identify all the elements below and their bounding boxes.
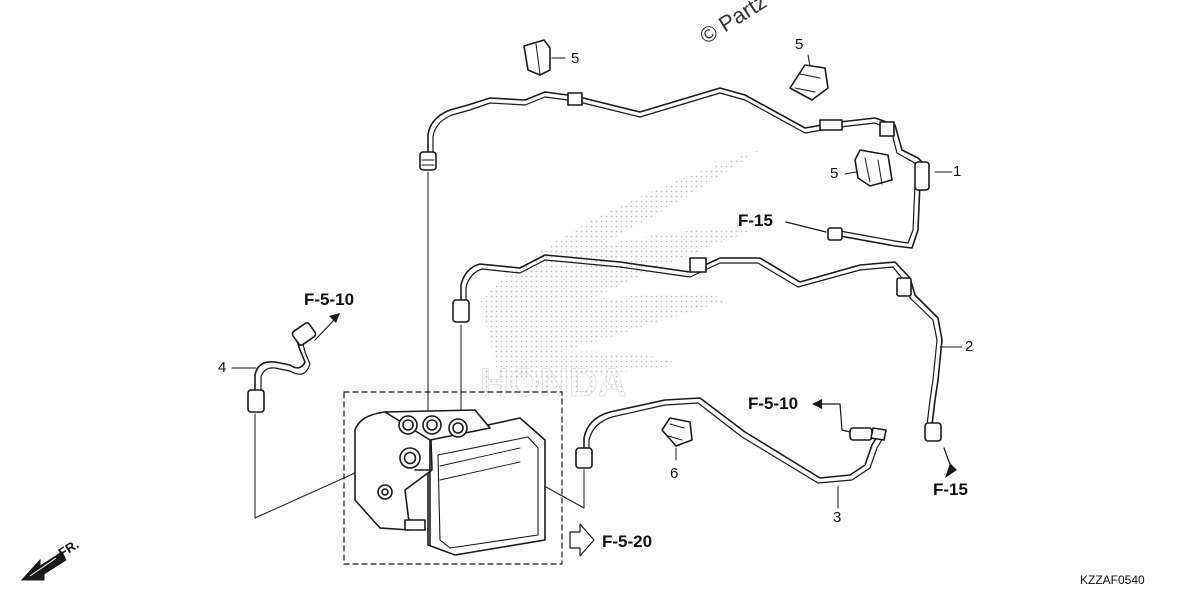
hose-clip-5a bbox=[523, 39, 566, 76]
callout-leaders bbox=[231, 171, 963, 509]
hose-clip-6 bbox=[661, 417, 693, 461]
brake-hose-3 bbox=[575, 397, 887, 484]
hose-clip-5c bbox=[844, 149, 893, 187]
brake-hose-4 bbox=[247, 322, 317, 413]
ref-f-5-10-right[interactable]: F-5-10 bbox=[748, 394, 799, 413]
callout-part-6: 6 bbox=[670, 465, 679, 482]
callout-part-4: 4 bbox=[218, 359, 227, 376]
brake-hose-1 bbox=[419, 87, 930, 249]
callout-part-1: 1 bbox=[953, 163, 962, 180]
callout-part-3: 3 bbox=[833, 509, 842, 526]
abs-unit-boundary bbox=[343, 391, 563, 565]
ref-f-5-10-left[interactable]: F-5-10 bbox=[304, 290, 355, 309]
diagram-code: KZZAF0540 bbox=[1080, 573, 1145, 587]
callout-part-5-c: 5 bbox=[830, 165, 839, 182]
front-direction-arrow bbox=[20, 551, 67, 581]
ref-f-15-top[interactable]: F-15 bbox=[738, 211, 773, 230]
ref-f-5-20[interactable]: F-5-20 bbox=[602, 532, 653, 551]
callout-part-2: 2 bbox=[965, 338, 974, 355]
callout-part-5-b: 5 bbox=[795, 36, 804, 53]
honda-wing-logo: HONDA bbox=[480, 150, 760, 405]
honda-brand-text: HONDA bbox=[480, 361, 627, 405]
ref-f-15-bottom[interactable]: F-15 bbox=[933, 480, 968, 499]
hose-clip-5b bbox=[789, 54, 829, 101]
callout-part-5-a: 5 bbox=[571, 50, 580, 67]
ref-arrow-outline bbox=[569, 523, 595, 557]
abs-modulator bbox=[354, 409, 546, 556]
brake-hose-2 bbox=[452, 254, 943, 442]
